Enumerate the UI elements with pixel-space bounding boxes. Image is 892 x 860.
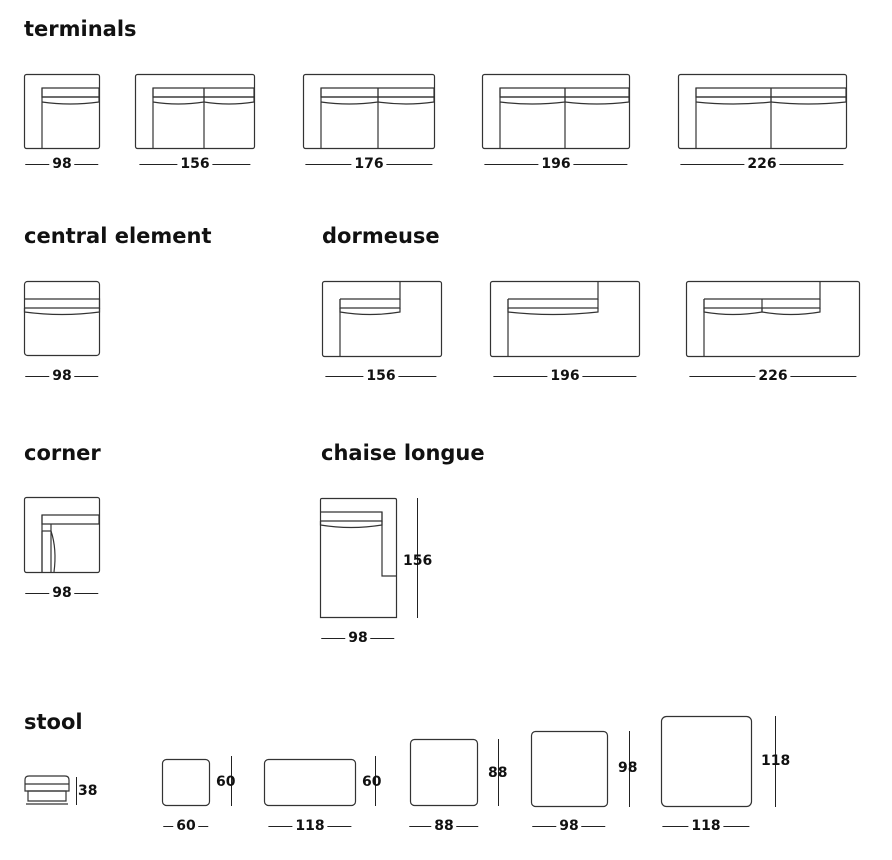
dimension-label: 226 — [747, 156, 777, 172]
stool-118-drawing — [660, 715, 753, 808]
dimension-dormeuse-226: 226 — [689, 368, 857, 384]
dimension-label: 98 — [559, 818, 579, 834]
dimension-label: 88 — [434, 818, 454, 834]
section-title-terminals: terminals — [24, 17, 137, 41]
dimension-dormeuse-196: 196 — [493, 368, 637, 384]
dimension-label: 118 — [691, 818, 721, 834]
dormeuse-156-drawing — [321, 280, 443, 358]
dimension-stool-width-118b: 118 — [662, 818, 750, 834]
stool-98-drawing — [530, 730, 609, 808]
dimension-label: 98 — [52, 368, 72, 384]
dimension-label: 60 — [362, 774, 382, 790]
section-title-corner: corner — [24, 441, 101, 465]
dimension-label: 118 — [295, 818, 325, 834]
dimension-corner-98: 98 — [25, 585, 99, 601]
dimension-label: 226 — [758, 368, 788, 384]
chaise-longue-drawing — [319, 497, 398, 619]
dimension-central-98: 98 — [25, 368, 99, 384]
dimension-terminal-156: 156 — [139, 156, 251, 172]
section-title-dormeuse: dormeuse — [322, 224, 440, 248]
terminal-176-drawing — [302, 73, 436, 150]
dimension-label: 38 — [78, 783, 98, 799]
dimension-terminal-98: 98 — [25, 156, 99, 172]
dormeuse-196-drawing — [489, 280, 641, 358]
terminal-156-drawing — [134, 73, 256, 150]
terminal-98-drawing — [23, 73, 101, 150]
dimension-label: 196 — [541, 156, 571, 172]
corner-98-drawing — [23, 496, 101, 574]
dimension-dormeuse-156: 156 — [325, 368, 437, 384]
dimension-label: 156 — [366, 368, 396, 384]
stool-118x60-drawing — [263, 758, 357, 807]
dimension-chaise-width: 98 — [321, 630, 395, 646]
dimension-label: 98 — [618, 760, 638, 776]
dimension-label: 98 — [52, 156, 72, 172]
section-title-central-element: central element — [24, 224, 212, 248]
terminal-226-drawing — [677, 73, 848, 150]
dimension-label: 118 — [761, 753, 791, 769]
dimension-label: 156 — [403, 553, 433, 569]
dimension-stool-width-60: 60 — [163, 818, 209, 834]
dimension-label: 156 — [180, 156, 210, 172]
dimension-stool-width-98: 98 — [532, 818, 606, 834]
dimension-stool-width-118a: 118 — [268, 818, 352, 834]
stool-side-view-drawing — [24, 775, 70, 805]
dimension-label: 196 — [550, 368, 580, 384]
terminal-196-drawing — [481, 73, 631, 150]
dimension-label: 98 — [348, 630, 368, 646]
section-title-stool: stool — [24, 710, 83, 734]
central-element-98-drawing — [23, 280, 101, 357]
dimension-terminal-176: 176 — [305, 156, 433, 172]
dimension-terminal-196: 196 — [484, 156, 628, 172]
dimension-label: 60 — [216, 774, 236, 790]
stool-88-drawing — [409, 738, 479, 807]
dimension-label: 176 — [354, 156, 384, 172]
dimension-stool-width-88: 88 — [409, 818, 479, 834]
stool-60-drawing — [161, 758, 211, 807]
section-title-chaise-longue: chaise longue — [321, 441, 485, 465]
dormeuse-226-drawing — [685, 280, 861, 358]
dimension-terminal-226: 226 — [680, 156, 844, 172]
dimension-label: 98 — [52, 585, 72, 601]
dimension-label: 88 — [488, 765, 508, 781]
dimension-label: 60 — [176, 818, 196, 834]
